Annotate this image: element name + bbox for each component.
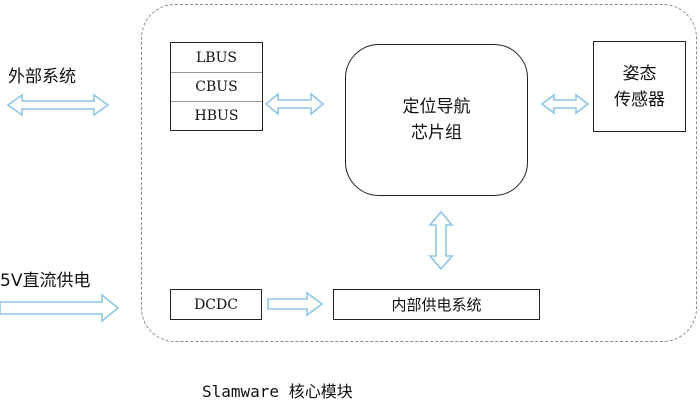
module-caption: Slamware 核心模块	[202, 382, 353, 401]
bus-item-hbus: HBUS	[171, 101, 262, 130]
dcdc-power-arrow	[267, 291, 324, 317]
chip-power-double-arrow	[428, 210, 454, 271]
internal-power-system-box: 内部供电系统	[333, 289, 540, 320]
bus-stack: LBUS CBUS HBUS	[170, 42, 263, 131]
external-double-arrow	[6, 93, 110, 117]
bus-chip-double-arrow	[264, 92, 325, 116]
attitude-sensor-box: 姿态 传感器	[593, 41, 686, 132]
chip-sensor-double-arrow	[540, 93, 590, 115]
slamware-module-boundary	[141, 4, 697, 342]
bus-item-lbus: LBUS	[196, 49, 237, 66]
power-input-arrow	[0, 293, 120, 323]
positioning-navigation-chipset: 定位导航 芯片组	[345, 44, 528, 196]
dcdc-box: DCDC	[170, 289, 262, 320]
power-input-label: 5V直流供电	[0, 271, 91, 291]
bus-item-cbus: CBUS	[171, 72, 262, 101]
external-system-label: 外部系统	[8, 67, 76, 87]
